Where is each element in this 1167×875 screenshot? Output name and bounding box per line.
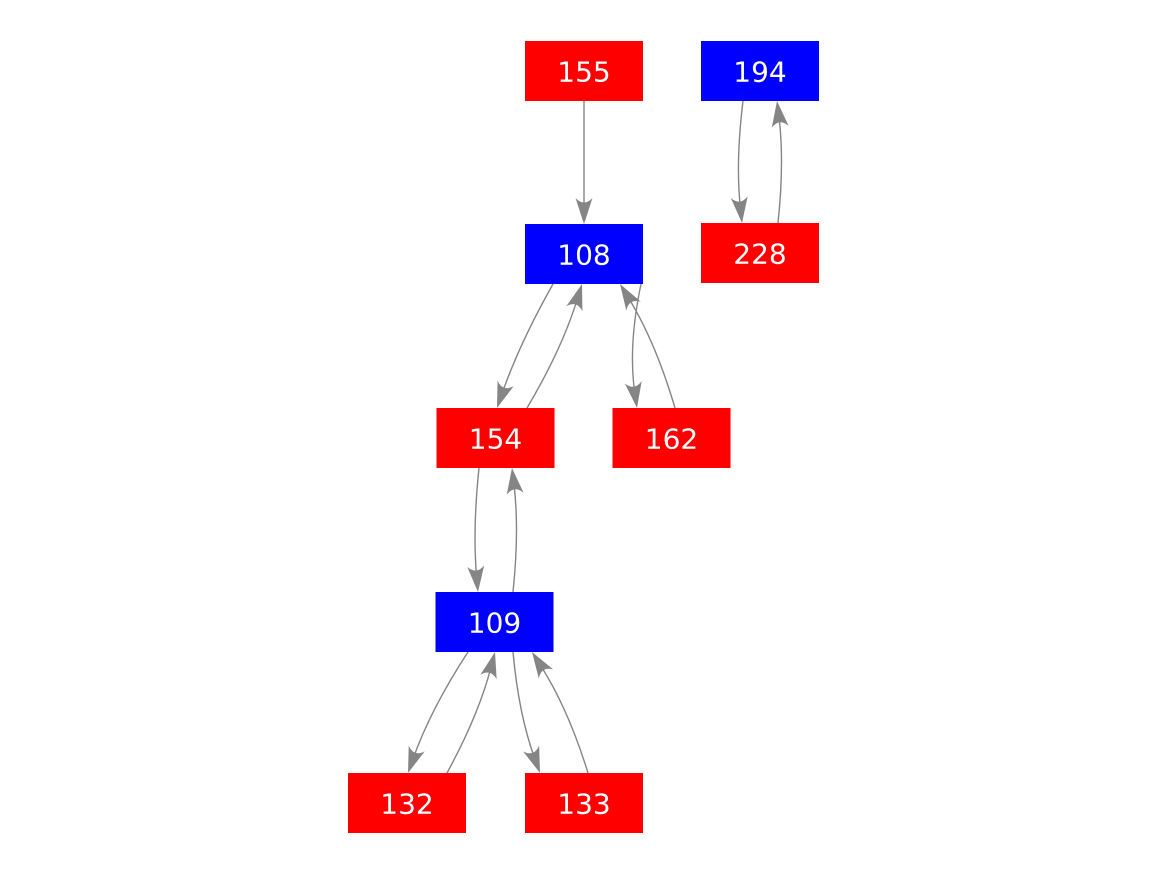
node-label: 228 xyxy=(733,238,786,271)
node-box[interactable] xyxy=(348,773,466,833)
edge-line xyxy=(512,483,518,593)
edge-line xyxy=(540,665,589,774)
arrowhead-icon xyxy=(467,565,485,592)
edge-line xyxy=(631,283,642,393)
node-155[interactable]: 155 xyxy=(525,41,643,101)
edge-162-108 xyxy=(620,284,676,409)
node-194[interactable]: 194 xyxy=(701,41,819,101)
node-label: 133 xyxy=(557,788,610,821)
arrowhead-icon xyxy=(523,745,540,773)
node-box[interactable] xyxy=(435,592,554,652)
arrowhead-icon xyxy=(575,198,593,224)
node-109[interactable]: 109 xyxy=(435,592,554,652)
edge-109-154 xyxy=(506,468,524,593)
edge-133-109 xyxy=(532,652,589,774)
node-label: 194 xyxy=(733,56,786,89)
node-label: 109 xyxy=(468,607,521,640)
edge-line xyxy=(501,283,554,394)
node-133[interactable]: 133 xyxy=(525,773,643,833)
edge-line xyxy=(474,467,480,577)
node-box[interactable] xyxy=(612,408,731,468)
node-108[interactable]: 108 xyxy=(525,224,643,284)
edge-line xyxy=(526,299,578,409)
edge-154-108 xyxy=(526,284,583,409)
arrowhead-icon xyxy=(620,284,641,311)
node-box[interactable] xyxy=(436,408,555,468)
node-label: 162 xyxy=(645,423,698,456)
edge-155-108 xyxy=(575,101,593,224)
node-box[interactable] xyxy=(701,41,819,101)
node-label: 154 xyxy=(469,423,522,456)
arrowhead-icon xyxy=(771,101,789,128)
edge-109-132 xyxy=(408,651,469,773)
node-box[interactable] xyxy=(525,773,643,833)
edge-194-228 xyxy=(730,100,748,223)
edge-108-162 xyxy=(624,283,642,408)
arrowhead-icon xyxy=(497,380,514,408)
node-box[interactable] xyxy=(525,224,643,284)
node-label: 132 xyxy=(380,788,433,821)
edge-154-109 xyxy=(467,467,485,592)
edge-line xyxy=(627,297,676,409)
node-box[interactable] xyxy=(525,41,643,101)
arrowhead-icon xyxy=(506,468,524,495)
node-154[interactable]: 154 xyxy=(436,408,555,468)
node-228[interactable]: 228 xyxy=(701,223,819,283)
node-label: 155 xyxy=(557,56,610,89)
arrowhead-icon xyxy=(532,652,554,679)
edge-line xyxy=(777,116,783,224)
edge-109-133 xyxy=(512,651,540,773)
node-box[interactable] xyxy=(701,223,819,283)
arrowhead-icon xyxy=(566,284,583,312)
edge-132-109 xyxy=(446,652,497,774)
node-132[interactable]: 132 xyxy=(348,773,466,833)
arrowhead-icon xyxy=(480,652,497,680)
edge-108-154 xyxy=(497,283,554,408)
arrowhead-icon xyxy=(624,381,642,408)
arrowhead-icon xyxy=(730,196,748,223)
edge-228-194 xyxy=(771,101,789,224)
edge-line xyxy=(512,651,536,759)
node-162[interactable]: 162 xyxy=(612,408,731,468)
edge-line xyxy=(412,651,469,759)
edge-line xyxy=(737,100,744,208)
edge-line xyxy=(446,667,492,774)
node-label: 108 xyxy=(557,239,610,272)
arrowhead-icon xyxy=(408,745,425,773)
